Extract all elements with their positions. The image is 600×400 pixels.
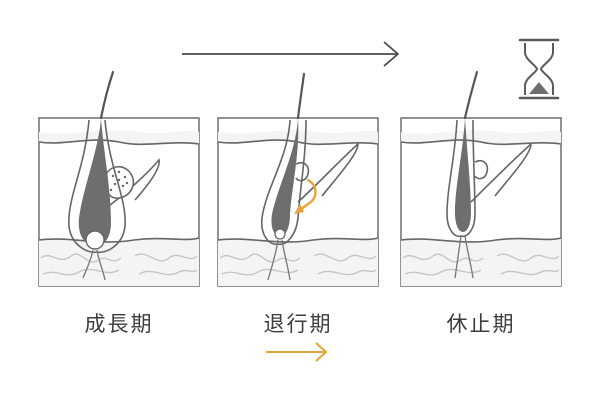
stage-label-telogen: 休止期 [446, 312, 516, 336]
stage-label-catagen: 退行期 [263, 312, 333, 336]
regression-arrow-icon [294, 178, 317, 214]
stage-panel-catagen [217, 72, 379, 287]
arrow-right-icon [182, 41, 399, 67]
arrow-right-icon [266, 342, 327, 362]
stage-label-anagen: 成長期 [84, 312, 154, 336]
hourglass-icon [518, 38, 560, 100]
stage-panel-telogen [400, 70, 562, 287]
stage-panel-anagen [38, 70, 200, 287]
